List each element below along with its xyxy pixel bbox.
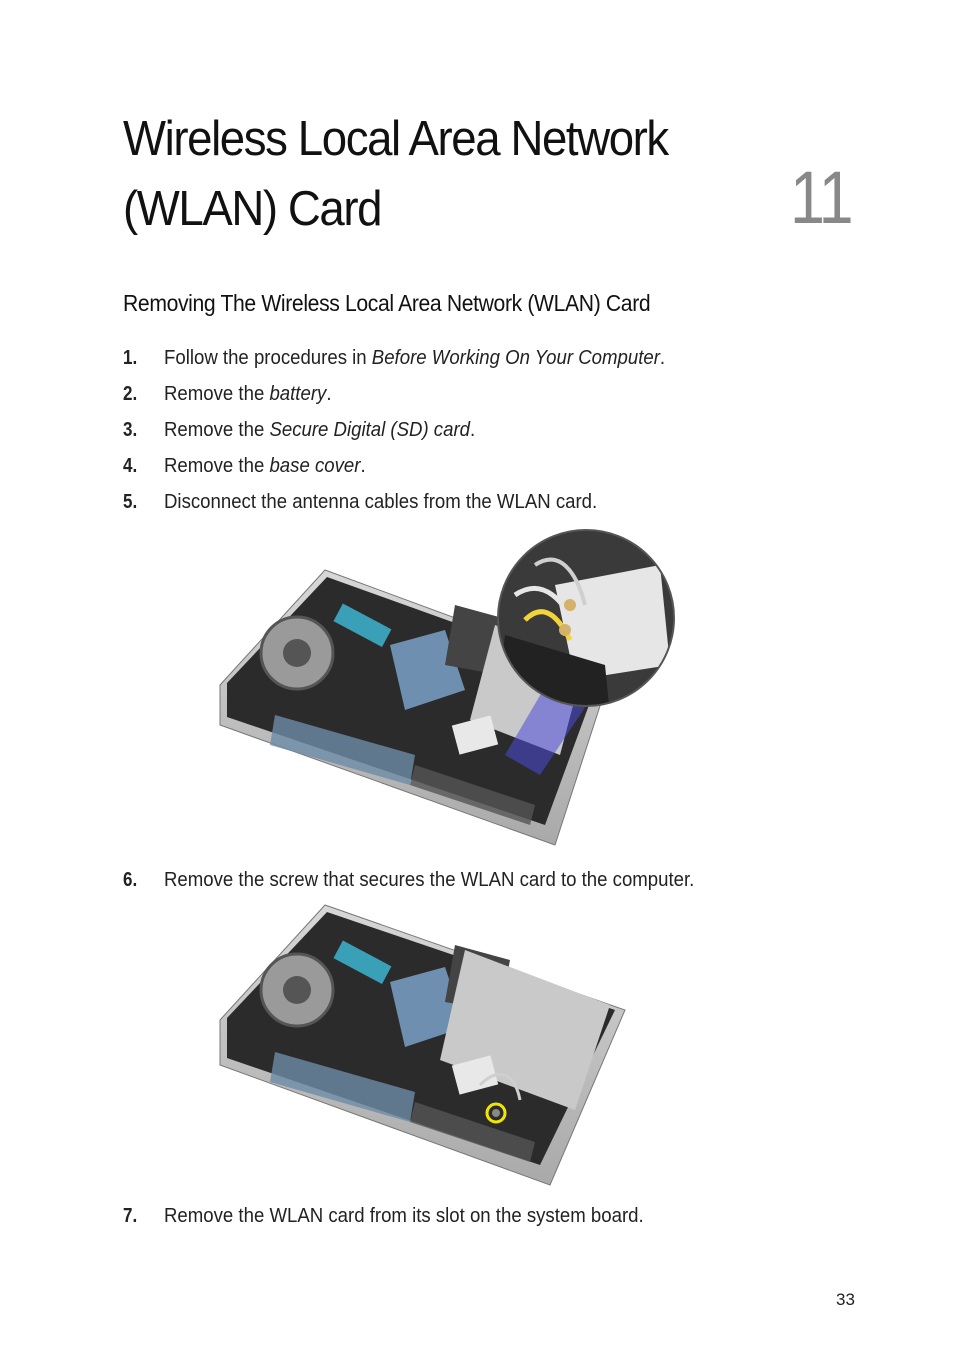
- chapter-number: 11: [790, 156, 854, 239]
- wlan-card-image: [451, 715, 499, 755]
- step-text: Remove the: [164, 455, 270, 477]
- screw-image: [492, 1109, 500, 1117]
- chapter-title: Wireless Local Area Network (WLAN) Card: [123, 104, 718, 244]
- memory-module-image: [390, 630, 465, 710]
- step-number: 4.: [123, 455, 138, 477]
- step-number: 1.: [123, 347, 138, 369]
- step-text-end: .: [469, 419, 476, 441]
- figure-remove-screw: [219, 904, 626, 1186]
- page-number: 33: [836, 1290, 855, 1309]
- step-text: Remove the WLAN card from its slot on th…: [164, 1205, 644, 1227]
- step-number: 7.: [123, 1205, 138, 1227]
- step-text-end: .: [326, 383, 332, 405]
- step-text: Disconnect the antenna cables from the W…: [164, 491, 598, 513]
- step-link[interactable]: Secure Digital (SD) card: [269, 419, 470, 441]
- screw-highlight: [485, 1102, 507, 1124]
- wlan-card-image: [451, 1055, 499, 1095]
- zoom-callout-image: [498, 530, 674, 706]
- chapter-title-line1: Wireless Local Area Network: [123, 112, 669, 166]
- section-title: Removing The Wireless Local Area Network…: [123, 290, 651, 316]
- step-link[interactable]: base cover: [269, 455, 361, 477]
- step-text-end: .: [659, 347, 666, 369]
- step-text: Remove the: [164, 419, 270, 441]
- laptop-base-image: [219, 904, 626, 1186]
- step-number: 3.: [123, 419, 138, 441]
- step-number: 2.: [123, 383, 138, 405]
- chapter-title-line2: (WLAN) Card: [123, 182, 382, 236]
- figure-disconnect-antenna: [219, 529, 675, 846]
- step-text: Remove the: [164, 383, 270, 405]
- step-link[interactable]: Before Working On Your Computer: [371, 347, 660, 369]
- step-number: 5.: [123, 491, 138, 513]
- step-text-end: .: [360, 455, 366, 477]
- memory-module-image: [390, 967, 465, 1047]
- laptop-base-image: [219, 569, 611, 846]
- step-text: Follow the procedures in: [164, 347, 372, 369]
- step-link[interactable]: battery: [269, 383, 327, 405]
- step-number: 6.: [123, 869, 138, 891]
- step-text: Remove the screw that secures the WLAN c…: [164, 869, 695, 891]
